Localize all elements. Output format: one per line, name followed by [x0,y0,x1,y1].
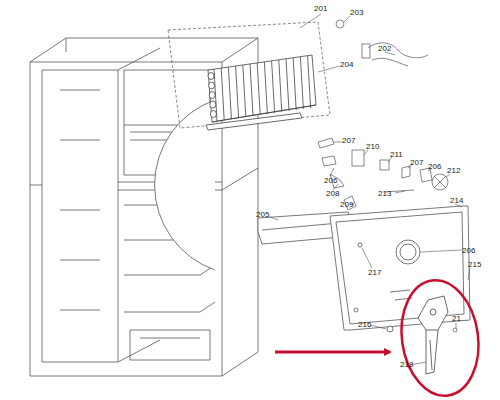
callout-number: 217 [368,268,381,277]
callout-number: 211 [390,150,403,159]
callout-number: 207 [342,136,355,145]
highlight-arrow [275,351,390,354]
callout-number: 212 [447,166,460,175]
callout-number: 209 [340,200,353,209]
evaporator-cover [330,206,470,330]
highlight-ellipse [394,275,485,400]
cover-bracket [418,296,448,374]
callout-number: 208 [326,189,339,198]
callout-number: 202 [378,44,391,53]
callout-number: 207 [410,158,423,167]
callout-number: 206 [462,246,475,255]
callout-number: 21 [452,314,461,323]
callout-number: 201 [314,4,327,13]
evaporator-coil [206,55,316,130]
callout-number: 203 [350,8,363,17]
callout-number: 205 [256,210,269,219]
callout-number: 214 [450,196,463,205]
callout-number: 206 [428,162,441,171]
callout-number: 215 [468,260,481,269]
leader-lines [270,14,470,365]
callout-number: 216 [358,320,371,329]
small-parts [318,20,448,210]
callout-number: 210 [366,142,379,151]
callout-number: 206 [324,176,337,185]
callout-number: 204 [340,60,353,69]
callout-number: 213 [378,189,391,198]
callout-number: 218 [400,360,413,369]
evaporator-group [168,22,330,128]
